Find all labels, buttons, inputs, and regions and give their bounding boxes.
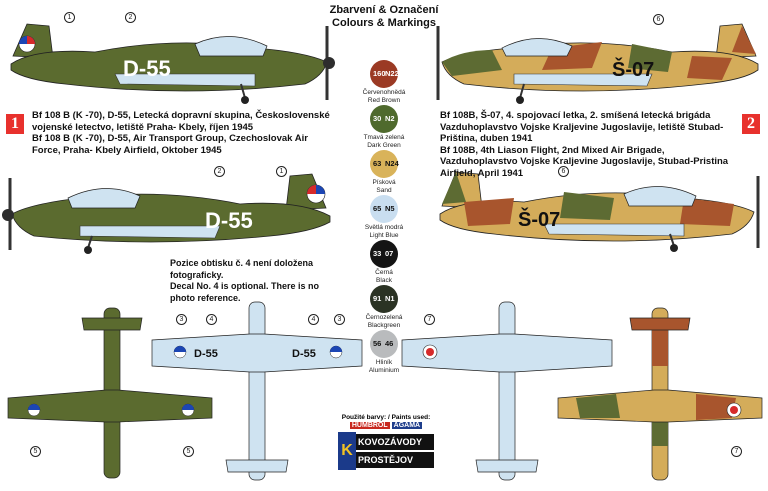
humbrol-code: 91 xyxy=(373,294,382,303)
decal-note-cz: Pozice obtisku č. 4 není doložena fotogr… xyxy=(170,258,314,280)
scheme1-code-right: D-55 xyxy=(205,208,253,233)
scheme2-top-view xyxy=(557,307,763,481)
callout-3-right: 3 xyxy=(334,314,345,325)
humbrol-code: 56 xyxy=(373,339,382,348)
company-name-2: PROSTĚJOV xyxy=(356,452,434,468)
paint-name-cz: Černozelená xyxy=(365,314,403,321)
scheme2-caption: Bf 108B, Š-07, 4. spojovací letka, 2. sm… xyxy=(440,110,738,179)
scheme2-caption-cz: Bf 108B, Š-07, 4. spojovací letka, 2. sm… xyxy=(440,110,724,144)
scheme1-side-view-right: D-55 xyxy=(2,173,331,254)
scheme2-side-view-right: Š-07 xyxy=(439,171,760,252)
callout-1-mid: 1 xyxy=(276,166,287,177)
agama-code: N5 xyxy=(385,204,395,213)
paints-used-label: Použité barvy: / Paints used: xyxy=(341,414,431,421)
paint-name-en: Dark Green xyxy=(367,141,401,149)
agama-logo: AGAMA xyxy=(391,422,423,429)
title-en: Colours & Markings xyxy=(332,17,436,29)
company-logo-icon: K xyxy=(338,432,356,470)
paint-name-cz: Písková xyxy=(372,179,396,186)
scheme2-side-view-left: Š-07 xyxy=(436,23,759,104)
callout-2-top: 2 xyxy=(125,12,136,23)
paint-name-en: Sand xyxy=(376,186,392,194)
paint-name-cz: Hliník xyxy=(375,359,393,366)
agama-code: N24 xyxy=(385,159,399,168)
paints-used-block: Použité barvy: / Paints used: HUMBROL AG… xyxy=(338,414,434,470)
scheme1-bottom-view: D-55 D-55 xyxy=(151,301,363,481)
agama-code: N22 xyxy=(385,69,399,78)
decal-note: Pozice obtisku č. 4 není doložena fotogr… xyxy=(170,258,330,304)
agama-code: 46 xyxy=(385,339,394,348)
paint-name-en: Blackgreen xyxy=(367,321,401,329)
callout-2-mid: 2 xyxy=(214,166,225,177)
title-cz: Zbarvení & Označení xyxy=(329,4,439,16)
paint-name-cz: Červenohnědá xyxy=(362,89,406,96)
callout-5-left: 5 xyxy=(30,446,41,457)
callout-3-left: 3 xyxy=(176,314,187,325)
humbrol-code: 63 xyxy=(373,159,382,168)
agama-code: 07 xyxy=(385,249,394,258)
scheme1-code-underwing-left: D-55 xyxy=(194,348,218,360)
scheme2-caption-en: Bf 108B, 4th Liason Flight, 2nd Mixed Ai… xyxy=(440,144,729,179)
callout-6-top: 6 xyxy=(653,14,664,25)
scheme1-caption: Bf 108 B (K -70), D-55, Letecká dopravní… xyxy=(32,110,332,156)
decal-note-en: Decal No. 4 is optional. There is no pho… xyxy=(170,281,320,303)
scheme2-bottom-view xyxy=(401,301,613,481)
scheme1-side-view-left: D-55 xyxy=(10,23,335,104)
paint-name-en: Light Blue xyxy=(369,231,399,239)
paint-name-en: Aluminium xyxy=(368,366,400,374)
callout-5-right: 5 xyxy=(183,446,194,457)
scheme2-number-badge: 2 xyxy=(742,114,760,134)
scheme1-caption-en: Bf 108 B (K -70), D-55, Air Transport Gr… xyxy=(32,133,308,156)
paint-name-cz: Černá xyxy=(375,269,393,276)
paint-name-cz: Světlá modrá xyxy=(364,224,404,231)
callout-4-left: 4 xyxy=(206,314,217,325)
agama-code: N1 xyxy=(385,294,395,303)
scheme2-code-left: Š-07 xyxy=(612,57,654,81)
paint-name-cz: Tmavá zelená xyxy=(363,134,405,141)
humbrol-logo: HUMBROL xyxy=(349,422,390,429)
humbrol-code: 65 xyxy=(373,204,382,213)
scheme2-code-right: Š-07 xyxy=(518,207,560,231)
humbrol-code: 33 xyxy=(373,249,382,258)
callout-7-top-view: 7 xyxy=(731,446,742,457)
scheme1-code-underwing-right: D-55 xyxy=(292,348,316,360)
callout-1-top: 1 xyxy=(64,12,75,23)
callout-7-bottom: 7 xyxy=(424,314,435,325)
page-title: Zbarvení & Označení Colours & Markings xyxy=(0,4,768,30)
scheme1-code-left: D-55 xyxy=(123,56,171,81)
company-name-1: KOVOZÁVODY xyxy=(356,434,434,450)
humbrol-code: 160 xyxy=(373,69,386,78)
scheme1-top-view xyxy=(7,307,213,479)
callout-6-mid: 6 xyxy=(558,166,569,177)
scheme1-caption-cz: Bf 108 B (K -70), D-55, Letecká dopravní… xyxy=(32,110,330,133)
scheme1-number-badge: 1 xyxy=(6,114,24,134)
humbrol-code: 30 xyxy=(373,114,382,123)
callout-4-right: 4 xyxy=(308,314,319,325)
paint-name-en: Red Brown xyxy=(367,96,401,104)
agama-code: N2 xyxy=(385,114,395,123)
paint-name-en: Black xyxy=(376,276,392,284)
